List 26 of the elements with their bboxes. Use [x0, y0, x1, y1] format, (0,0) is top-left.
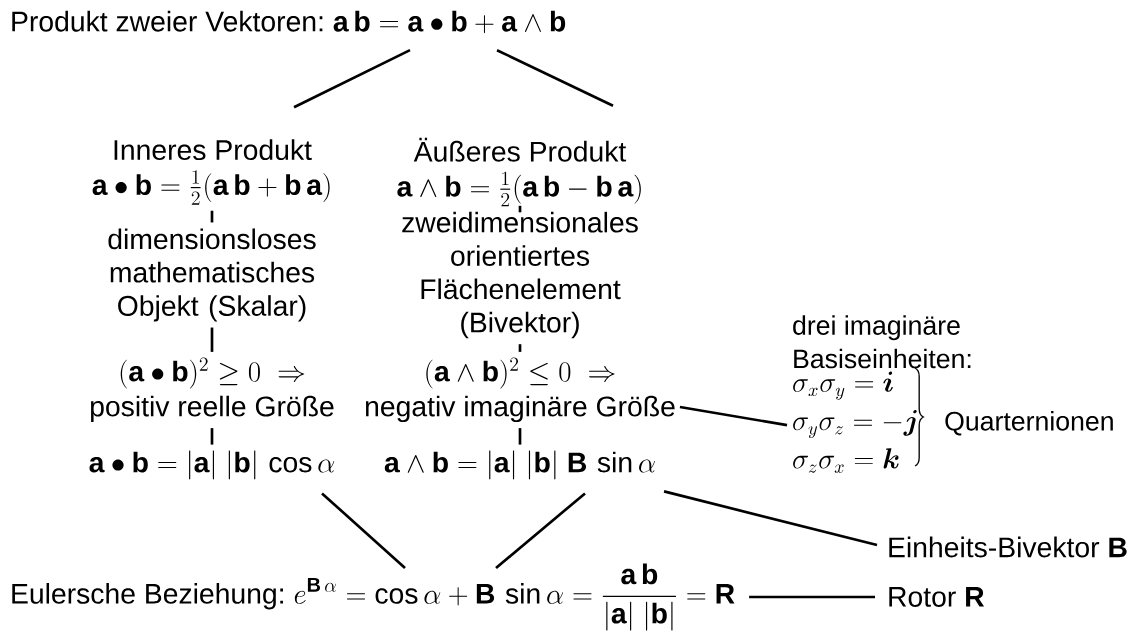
connector-line	[496, 48, 614, 107]
connector-line	[210, 327, 214, 352]
connector-line	[518, 205, 522, 213]
formula-group: drei imaginäre Basiseinheiten: $\sigma_x\sigma_y = \boldsymbol{i}$ $\sigma_y\sigma_z = -\boldsymbol{j}$ $\sigma_z\sigma_x = \boldsymbol{k}$ Quarternionen	[793, 315, 1113, 473]
formula: $\mathbf{a}\wedge\mathbf{b} = |\mathbf{a}|\;|\mathbf{b}|\;\mathbf{B}\,\sin\alpha$	[384, 450, 655, 480]
connector-line	[749, 595, 875, 599]
connector-line	[321, 492, 406, 569]
formula: $\mathbf{a}\bullet\mathbf{b} = |\mathbf{a}|\;|\mathbf{b}|\,\cos\alpha$	[89, 450, 335, 480]
formula-text: Eulersche Beziehung: $e^{\mathbf{B}\,\alpha} = \cos\alpha + \mathbf{B}\,\sin\alpha = \frac{\mathbf{a}\,\mathbf{b}}{|\mathbf{a}|\;|\mathbf{b}|} = \mathbf{R}$	[12, 563, 735, 631]
formula-text: $(\mathbf{a}\bullet\mathbf{b})^2 \geq 0 \;\Rightarrow$ positiv reelle Größe	[91, 357, 334, 423]
connector-line	[293, 48, 411, 109]
description-text: dimensionsloses mathematisches Objekt (Skalar)	[108, 228, 316, 322]
formula-text: Inneres Produkt $\mathbf{a}\bullet\mathbf{b} = \frac{1}{2}(\mathbf{a}\,\mathbf{b} + \mathbf{b}\,\mathbf{a})$	[92, 139, 330, 205]
heading-formula: Produkt zweier Vektoren: $\mathbf{a}\,\mathbf{b} = \mathbf{a}\bullet\mathbf{b} + \mathbf{a}\wedge\mathbf{b}$	[12, 10, 566, 34]
description-text: zweidimensionales orientiertes Flächenelement (Bivektor)	[402, 211, 638, 339]
connector-line	[210, 428, 214, 445]
connector-line	[518, 344, 522, 352]
formula-text: $(\mathbf{a}\wedge\mathbf{b})^2 \leq 0 \;\Rightarrow$ negativ imaginäre Größe	[366, 357, 675, 423]
connector-line	[518, 428, 522, 445]
connector-line	[495, 492, 586, 570]
connector-line	[210, 210, 214, 223]
label-text: Einheits-Bivektor B	[889, 536, 1127, 558]
connector-line	[663, 490, 878, 547]
connector-line	[679, 405, 788, 427]
label-text: Rotor R	[889, 587, 985, 607]
formula-text: Äußeres Produkt $\mathbf{a}\wedge\mathbf{b} = \frac{1}{2}(\mathbf{a}\,\mathbf{b} - \mathbf{b}\,\mathbf{a})$	[397, 137, 641, 207]
